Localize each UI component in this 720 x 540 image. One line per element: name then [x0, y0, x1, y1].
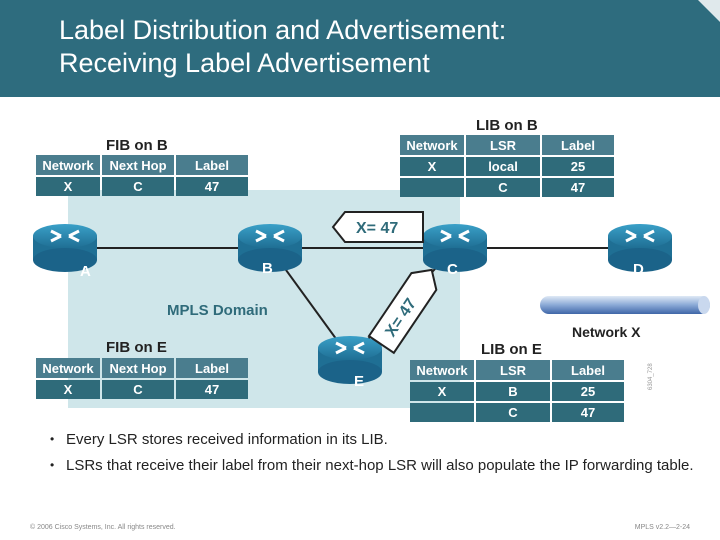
lib-e-cell: 47 [552, 403, 624, 422]
router-b-label: B [262, 260, 273, 277]
lib-e-title: LIB on E [481, 341, 542, 358]
slide-header: Label Distribution and Advertisement: Re… [0, 0, 720, 97]
label-advert-arrow-c-to-b: X= 47 [331, 211, 424, 243]
lib-b-cell: C [466, 178, 540, 197]
router-c-label: C [447, 261, 458, 278]
router-c-icon [423, 224, 487, 272]
router-b-icon [238, 224, 302, 272]
fib-e-header-label: Label [176, 358, 248, 378]
bullet-item: • Every LSR stores received information … [46, 430, 696, 449]
fib-e-title: FIB on E [106, 339, 167, 356]
lib-b-header-label: Label [542, 135, 614, 155]
lib-e-header-network: Network [410, 360, 474, 380]
fib-b-cell: C [102, 177, 174, 196]
network-x-label: Network X [572, 324, 641, 340]
fib-b-header-nexthop: Next Hop [102, 155, 174, 175]
mpls-domain-label: MPLS Domain [167, 302, 268, 319]
router-d-label: D [633, 261, 644, 278]
lib-b-cell: local [466, 157, 540, 176]
bullet-text: Every LSR stores received information in… [66, 431, 388, 448]
lib-b-cell: X [400, 157, 464, 176]
fib-e-cell: C [102, 380, 174, 399]
router-e-icon [318, 336, 382, 384]
lib-b-cell [400, 178, 464, 197]
fib-e-cell: X [36, 380, 100, 399]
lib-e-header-lsr: LSR [476, 360, 550, 380]
router-d-icon [608, 224, 672, 272]
lib-e-cell: 25 [552, 382, 624, 401]
bullet-text: LSRs that receive their label from their… [66, 457, 694, 474]
fib-e-table: Network Next Hop Label X C 47 [36, 358, 248, 399]
title-line-2: Receiving Label Advertisement [59, 48, 430, 78]
copyright-text: © 2006 Cisco Systems, Inc. All rights re… [30, 524, 176, 531]
lib-b-table: Network LSR Label X local 25 C 47 [400, 135, 614, 197]
bullet-dot-icon: • [50, 458, 55, 472]
advert-c-to-b-text: X= 47 [356, 220, 398, 237]
lib-b-header-network: Network [400, 135, 464, 155]
lib-e-cell: C [476, 403, 550, 422]
lib-b-cell: 25 [542, 157, 614, 176]
lib-b-header-lsr: LSR [466, 135, 540, 155]
lib-e-table: Network LSR Label X B 25 C 47 [410, 360, 624, 422]
bullet-item: • LSRs that receive their label from the… [46, 456, 696, 475]
fib-e-cell: 47 [176, 380, 248, 399]
fib-b-header-network: Network [36, 155, 100, 175]
corner-fold [698, 0, 720, 22]
lib-b-title: LIB on B [476, 117, 538, 134]
lib-e-header-label: Label [552, 360, 624, 380]
lib-e-cell [410, 403, 474, 422]
bullet-list: • Every LSR stores received information … [46, 430, 696, 482]
fib-b-header-label: Label [176, 155, 248, 175]
slide-title: Label Distribution and Advertisement: Re… [59, 14, 506, 80]
fib-e-header-network: Network [36, 358, 100, 378]
router-a-icon [33, 224, 97, 272]
fib-b-cell: 47 [176, 177, 248, 196]
lib-e-cell: X [410, 382, 474, 401]
network-x-pipe [540, 296, 710, 314]
lib-b-cell: 47 [542, 178, 614, 197]
course-code: MPLS v2.2—2-24 [634, 524, 690, 531]
router-e-label: E [354, 373, 364, 390]
fib-b-cell: X [36, 177, 100, 196]
fib-b-table: Network Next Hop Label X C 47 [36, 155, 248, 196]
title-line-1: Label Distribution and Advertisement: [59, 15, 507, 45]
figure-code: 6304_728 [648, 363, 654, 390]
lib-e-cell: B [476, 382, 550, 401]
fib-e-header-nexthop: Next Hop [102, 358, 174, 378]
bullet-dot-icon: • [50, 432, 55, 446]
fib-b-title: FIB on B [106, 137, 168, 154]
router-a-label: A [80, 263, 91, 280]
